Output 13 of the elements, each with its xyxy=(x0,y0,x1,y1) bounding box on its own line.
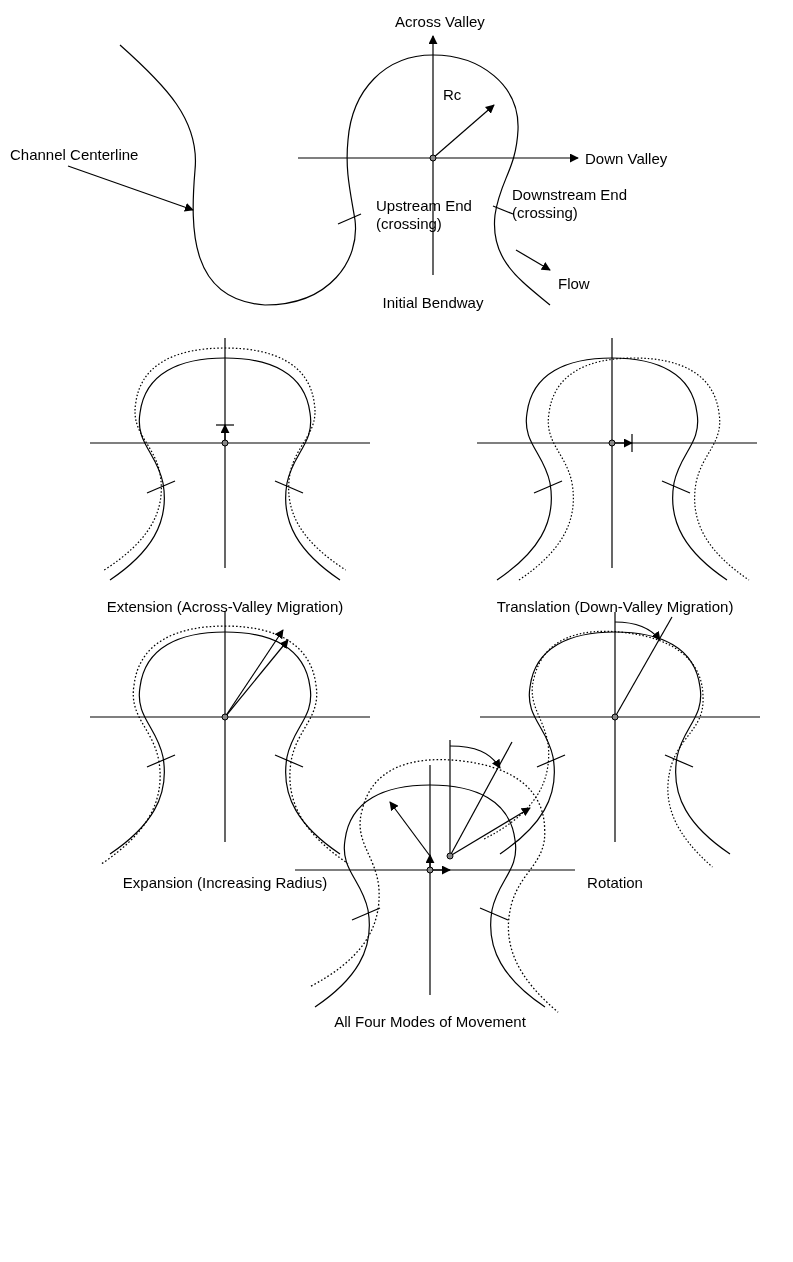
leader-line xyxy=(67,165,194,212)
panel-caption: Rotation xyxy=(586,874,644,892)
panel-caption: All Four Modes of Movement xyxy=(333,1013,527,1031)
callout-label: Channel Centerline xyxy=(10,146,160,164)
diagram-label: Down Valley xyxy=(585,150,669,168)
diagram-label: Flow xyxy=(558,275,591,293)
panel-caption: Translation (Down-Valley Migration) xyxy=(495,598,735,616)
diagram-label: Downstream End (crossing) xyxy=(512,186,629,222)
panel-caption: Extension (Across-Valley Migration) xyxy=(105,598,345,616)
diagram-label: Rc xyxy=(443,86,463,104)
diagram-label: Initial Bendway xyxy=(381,294,485,312)
panel-caption: Expansion (Increasing Radius) xyxy=(121,874,329,892)
diagram-label: Across Valley xyxy=(394,13,486,31)
